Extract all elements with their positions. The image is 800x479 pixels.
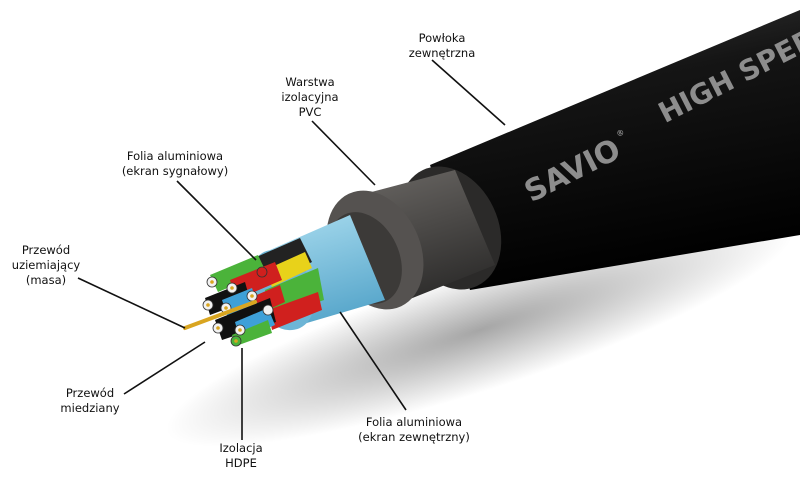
- leader-outer-foil: [339, 311, 407, 411]
- label-outer-foil: Folia aluminiowa (ekran zewnętrzny): [358, 415, 470, 444]
- label-line: Folia aluminiowa: [127, 149, 223, 163]
- leader-lines: [77, 59, 506, 440]
- copper-conductors: [206, 280, 254, 343]
- label-line: zewnętrzna: [409, 46, 476, 60]
- label-line: uziemiający: [12, 258, 81, 272]
- label-line: Folia aluminiowa: [366, 415, 462, 429]
- label-pvc-layer: Warstwa izolacyjna PVC: [281, 75, 338, 119]
- ground-wire: [183, 300, 257, 330]
- wire-bundle: [183, 238, 324, 347]
- label-outer-jacket: Powłoka zewnętrzna: [409, 31, 476, 60]
- leader-ground-wire: [77, 277, 186, 329]
- signal-foil-pair: [205, 238, 324, 346]
- label-signal-foil: Folia aluminiowa (ekran sygnałowy): [122, 149, 228, 178]
- label-ground-wire: Przewód uziemiający (masa): [12, 243, 81, 287]
- leader-copper-wire: [123, 341, 206, 395]
- label-line: Warstwa: [285, 75, 334, 89]
- label-copper-wire: Przewód miedziany: [60, 386, 119, 415]
- label-line: izolacyjna: [281, 90, 338, 104]
- label-line: (ekran zewnętrzny): [358, 430, 470, 444]
- label-line: miedziany: [60, 401, 119, 415]
- label-line: Powłoka: [419, 31, 466, 45]
- cable-shadow: [165, 213, 795, 447]
- leader-pvc-layer: [311, 120, 376, 186]
- label-hdpe-insulation: Izolacja HDPE: [219, 441, 262, 470]
- label-line: HDPE: [225, 456, 257, 470]
- leader-outer-jacket: [431, 59, 506, 126]
- label-line: (masa): [26, 273, 66, 287]
- label-line: (ekran sygnałowy): [122, 164, 228, 178]
- registered-mark: ®: [615, 127, 626, 139]
- leader-signal-foil: [176, 180, 257, 261]
- label-line: Izolacja: [219, 441, 262, 455]
- label-line: Przewód: [22, 243, 70, 257]
- label-line: PVC: [299, 105, 322, 119]
- label-line: Przewód: [66, 386, 114, 400]
